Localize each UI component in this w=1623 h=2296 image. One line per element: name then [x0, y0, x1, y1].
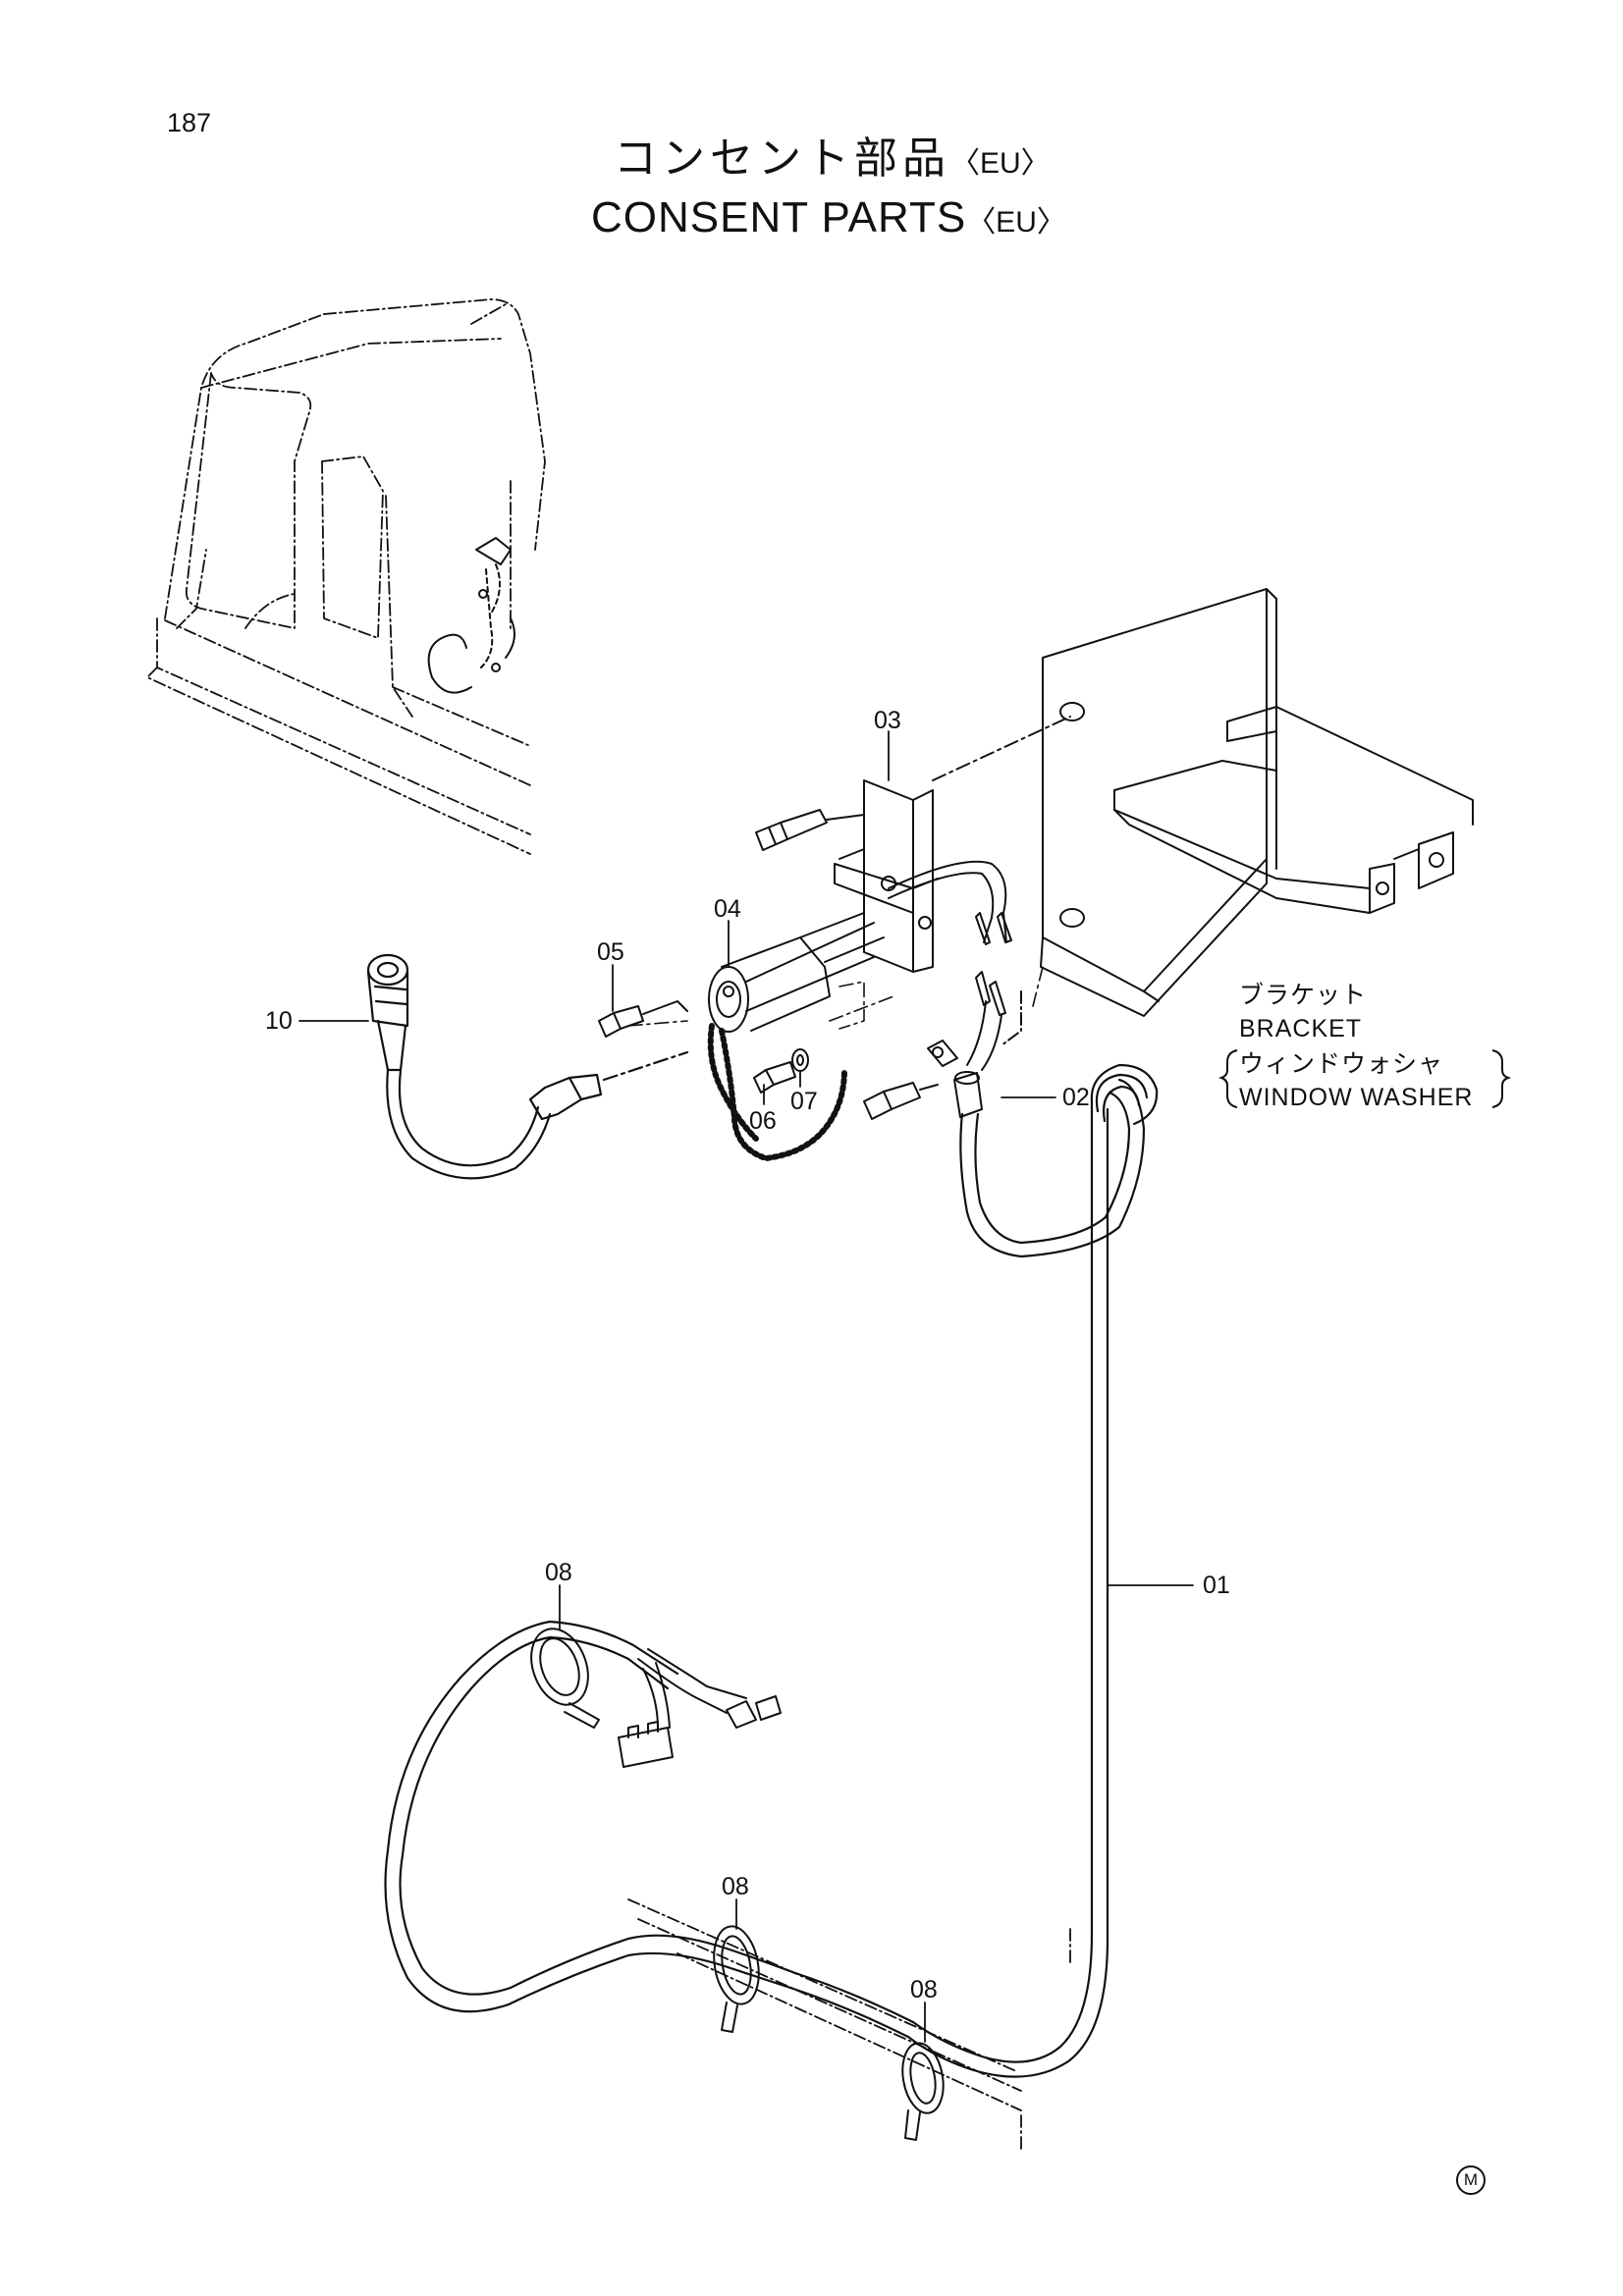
title-english-region-tag: 〈EU〉	[966, 206, 1066, 239]
callout-04: 04	[714, 895, 741, 923]
callout-leader-lines	[298, 730, 1194, 2043]
socket-lead-wires	[888, 860, 1022, 1071]
title-english: CONSENT PARTS〈EU〉	[591, 196, 1066, 240]
publisher-mark: M	[1456, 2165, 1486, 2195]
note-washer-japanese: ウィンドウォシャ	[1239, 1050, 1444, 1078]
bolt-02-lower	[863, 1082, 939, 1120]
callout-08-lower: 08	[910, 1976, 938, 2003]
harness-cable-loop	[384, 1620, 915, 2039]
callout-10: 10	[265, 1007, 293, 1035]
title-english-text: CONSENT PARTS	[591, 193, 967, 241]
cab-outline	[146, 298, 546, 855]
callout-07: 07	[790, 1088, 818, 1115]
callout-08-middle: 08	[722, 1873, 749, 1900]
bolt-06-and-washer-07	[753, 1048, 809, 1094]
harness-terminal-ends	[618, 1648, 782, 1768]
window-washer-bracket	[1040, 588, 1474, 1017]
bolt-upper-03	[755, 809, 865, 851]
note-bracket-japanese: ブラケット	[1239, 982, 1368, 1009]
frame-member-outline	[627, 1898, 1071, 2151]
cable-clamp-02	[927, 1040, 983, 1118]
main-cable-01	[906, 1063, 1159, 2078]
note-washer-english: WINDOW WASHER	[1239, 1084, 1474, 1111]
callout-01: 01	[1203, 1572, 1230, 1599]
socket-cap-chain	[707, 1023, 847, 1161]
note-bracket-english: BRACKET	[1239, 1015, 1363, 1042]
title-japanese-text: コンセント部品	[614, 134, 950, 183]
extension-cable-10	[366, 953, 689, 1180]
page-number: 187	[167, 108, 212, 137]
callout-02: 02	[1062, 1084, 1090, 1111]
title-japanese-region-tag: 〈EU〉	[950, 147, 1051, 180]
callout-06: 06	[749, 1107, 777, 1135]
callout-03: 03	[874, 707, 901, 734]
title-japanese: コンセント部品〈EU〉	[614, 137, 1051, 181]
cable-tie-08-upper	[530, 1628, 600, 1729]
callout-05: 05	[597, 938, 624, 966]
assembly-guide-lines	[627, 966, 1044, 1030]
cab-interior-harness	[427, 537, 515, 694]
cable-tie-08-middle	[713, 1925, 760, 2033]
callout-08-upper: 08	[545, 1559, 572, 1586]
